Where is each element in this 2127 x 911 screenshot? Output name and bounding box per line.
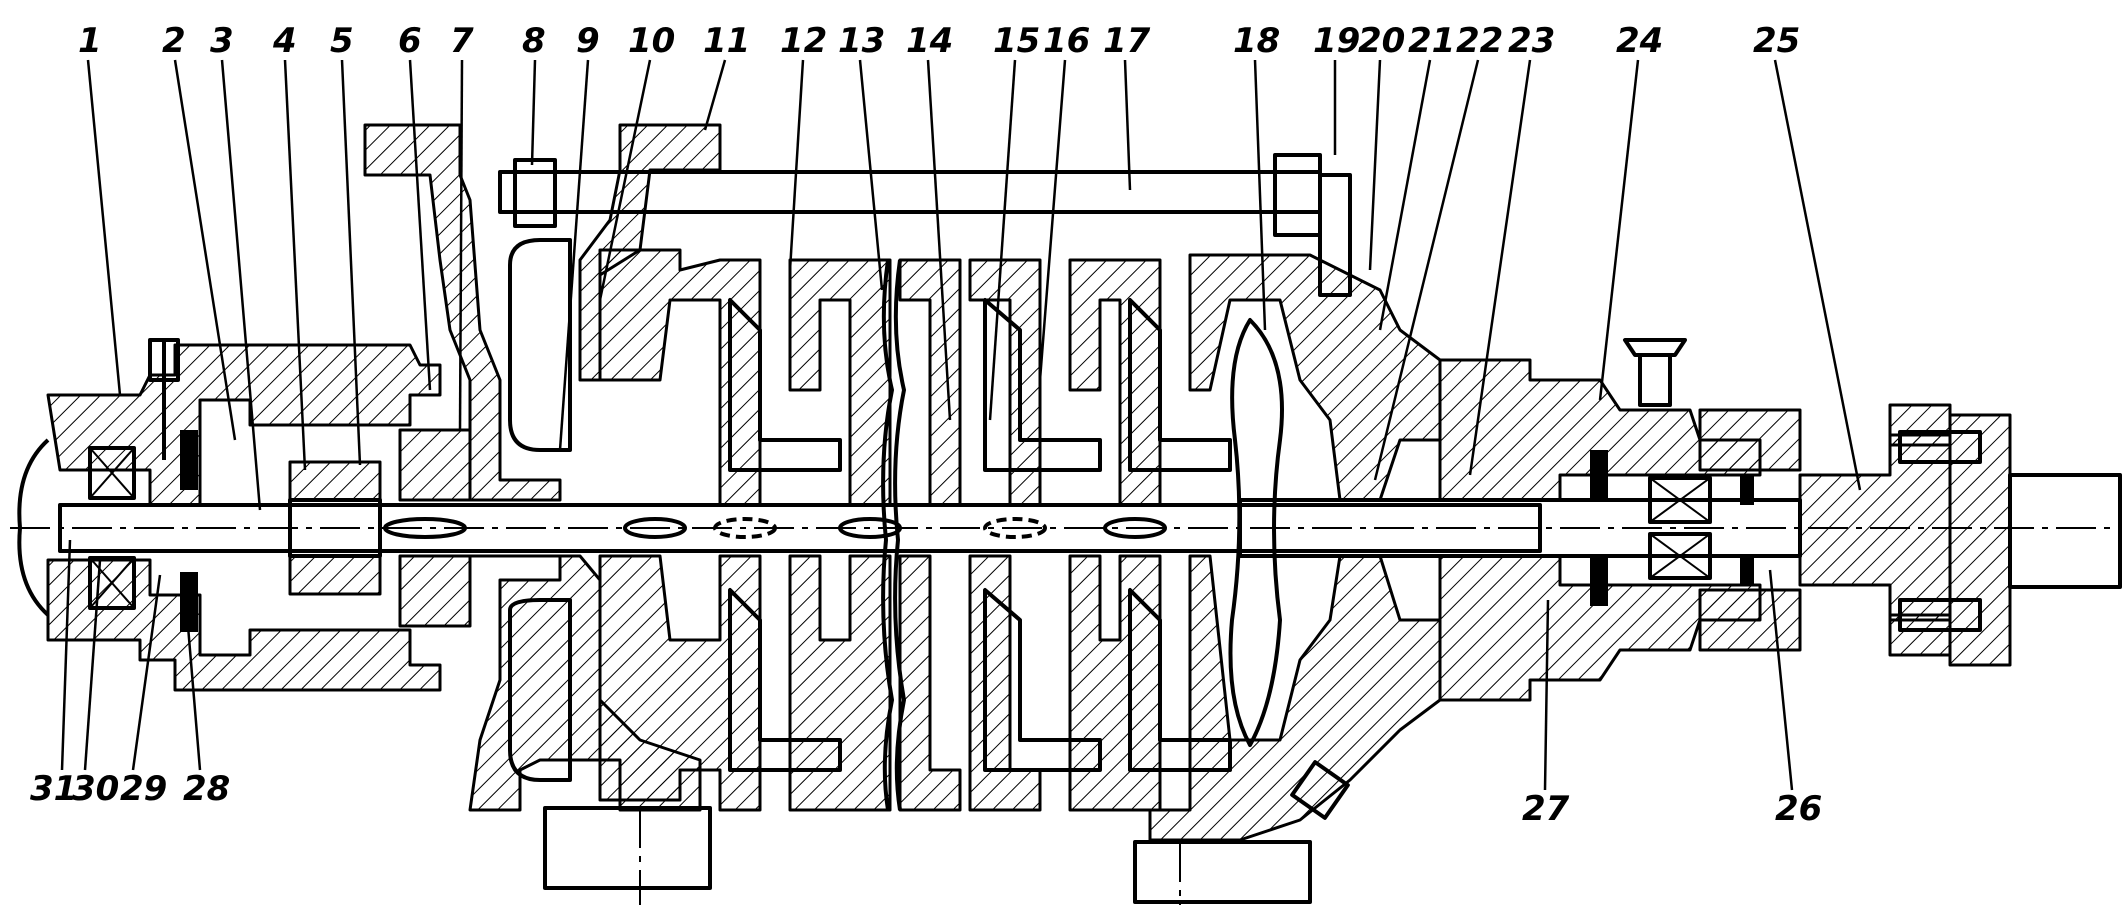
part-label: 6 bbox=[398, 21, 422, 61]
part-label: 31 bbox=[30, 769, 77, 809]
part-label: 29 bbox=[120, 769, 167, 809]
part-label: 27 bbox=[1522, 789, 1570, 829]
leader-lines bbox=[60, 59, 1862, 791]
part-label: 2 bbox=[162, 21, 186, 61]
part-label: 21 bbox=[1408, 21, 1455, 61]
shaft-coupling bbox=[1798, 403, 2122, 667]
part-label: 1 bbox=[78, 21, 102, 61]
part-label: 10 bbox=[628, 21, 675, 61]
part-label: 12 bbox=[780, 21, 827, 61]
part-label: 9 bbox=[576, 21, 600, 61]
part-label: 16 bbox=[1043, 21, 1090, 61]
part-label: 23 bbox=[1508, 21, 1555, 61]
part-label: 30 bbox=[72, 769, 119, 809]
pump-stages bbox=[598, 248, 1232, 812]
part-label: 24 bbox=[1616, 21, 1663, 61]
part-label: 14 bbox=[906, 21, 953, 61]
shaft-seal-gland bbox=[288, 428, 472, 628]
top-part-labels: 1 2 3 4 5 6 7 8 9 10 11 12 13 14 15 16 1… bbox=[78, 21, 1800, 61]
left-bearing-housing bbox=[17, 338, 442, 692]
part-label: 18 bbox=[1233, 21, 1280, 61]
part-label: 3 bbox=[210, 21, 234, 61]
part-label: 19 bbox=[1313, 21, 1360, 61]
part-label: 7 bbox=[450, 21, 474, 61]
part-label: 13 bbox=[838, 21, 885, 61]
part-label: 11 bbox=[703, 21, 750, 61]
part-label: 8 bbox=[522, 21, 546, 61]
part-label: 20 bbox=[1358, 21, 1405, 61]
part-label: 17 bbox=[1103, 21, 1151, 61]
tie-bolt bbox=[498, 153, 1352, 297]
part-label: 25 bbox=[1753, 21, 1800, 61]
part-label: 22 bbox=[1456, 21, 1503, 61]
part-label: 5 bbox=[330, 21, 354, 61]
part-label: 26 bbox=[1775, 789, 1822, 829]
discharge-casing bbox=[1133, 253, 1442, 905]
part-label: 28 bbox=[183, 769, 230, 809]
part-label: 4 bbox=[272, 21, 297, 61]
part-label: 15 bbox=[993, 21, 1040, 61]
right-bearing-housing bbox=[1438, 338, 1802, 702]
bottom-part-labels: 31 30 29 28 27 26 bbox=[30, 769, 1822, 829]
